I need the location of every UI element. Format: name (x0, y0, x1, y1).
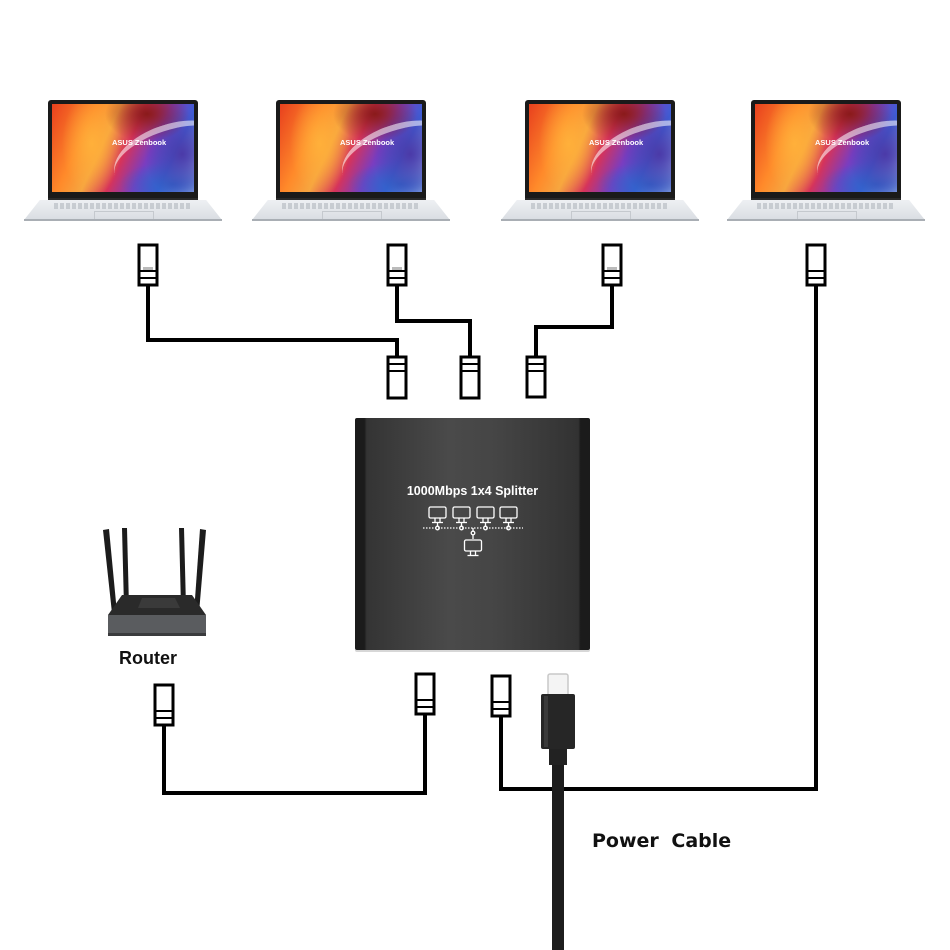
ethernet-cable-router (162, 714, 427, 795)
rj45-connector-laptop-2 (386, 243, 408, 287)
keyboard (757, 203, 895, 209)
laptop-screen (755, 104, 897, 192)
rj45-connector-laptop-4 (805, 243, 827, 287)
router-antenna (122, 528, 129, 607)
router-antenna (194, 529, 206, 613)
network-topology-icon (423, 506, 523, 557)
keyboard (282, 203, 420, 209)
ethernet-cable-laptop-2 (395, 285, 472, 357)
power-cable-wire (552, 760, 564, 950)
laptop-screen (52, 104, 194, 192)
laptop-3: ASUS Zenbook (501, 92, 699, 222)
laptop-1: ASUS Zenbook (24, 92, 222, 222)
laptop-2: ASUS Zenbook (252, 92, 450, 222)
touchpad (322, 211, 382, 220)
rj45-connector-splitter-input-2 (490, 674, 512, 718)
ethernet-cable-laptop-3 (534, 285, 614, 357)
monitor-icon (463, 539, 483, 557)
laptop-screen (529, 104, 671, 192)
power-cable-label: Power Cable (592, 830, 732, 852)
router-icon (103, 528, 206, 636)
power-cable-strain-relief (549, 745, 567, 765)
rj45-connector-splitter-input-1 (414, 672, 436, 716)
splitter-label: 1000Mbps 1x4 Splitter (406, 484, 539, 498)
router-antenna (103, 529, 117, 613)
laptop-4: ASUS Zenbook (727, 92, 925, 222)
laptop-brand-label: ASUS Zenbook (589, 138, 644, 147)
monitor-icon (476, 506, 495, 524)
touchpad (94, 211, 154, 220)
rj45-connector-splitter-output-2 (459, 355, 481, 400)
monitor-icon (499, 506, 518, 524)
router-body-front (108, 615, 206, 635)
laptop-brand-label: ASUS Zenbook (340, 138, 395, 147)
laptop-screen (280, 104, 422, 192)
monitor-icon (452, 506, 471, 524)
laptop-brand-label: ASUS Zenbook (815, 138, 870, 147)
rj45-connector-splitter-output-1 (386, 355, 408, 400)
keyboard (531, 203, 669, 209)
ethernet-cable-laptop-4 (499, 285, 818, 791)
monitor-icon (428, 506, 447, 524)
router-label: Router (119, 648, 177, 668)
router-antenna (179, 528, 186, 607)
ethernet-splitter-device: 1000Mbps 1x4 Splitter (355, 418, 590, 650)
ethernet-cable-laptop-1 (146, 285, 399, 357)
touchpad (571, 211, 631, 220)
rj45-connector-router (153, 683, 175, 727)
rj45-connector-laptop-1 (137, 243, 159, 287)
rj45-connector-laptop-3 (601, 243, 623, 287)
keyboard (54, 203, 192, 209)
usb-c-connector-icon (541, 673, 575, 749)
laptop-brand-label: ASUS Zenbook (112, 138, 167, 147)
rj45-connector-splitter-output-3 (525, 355, 547, 399)
touchpad (797, 211, 857, 220)
